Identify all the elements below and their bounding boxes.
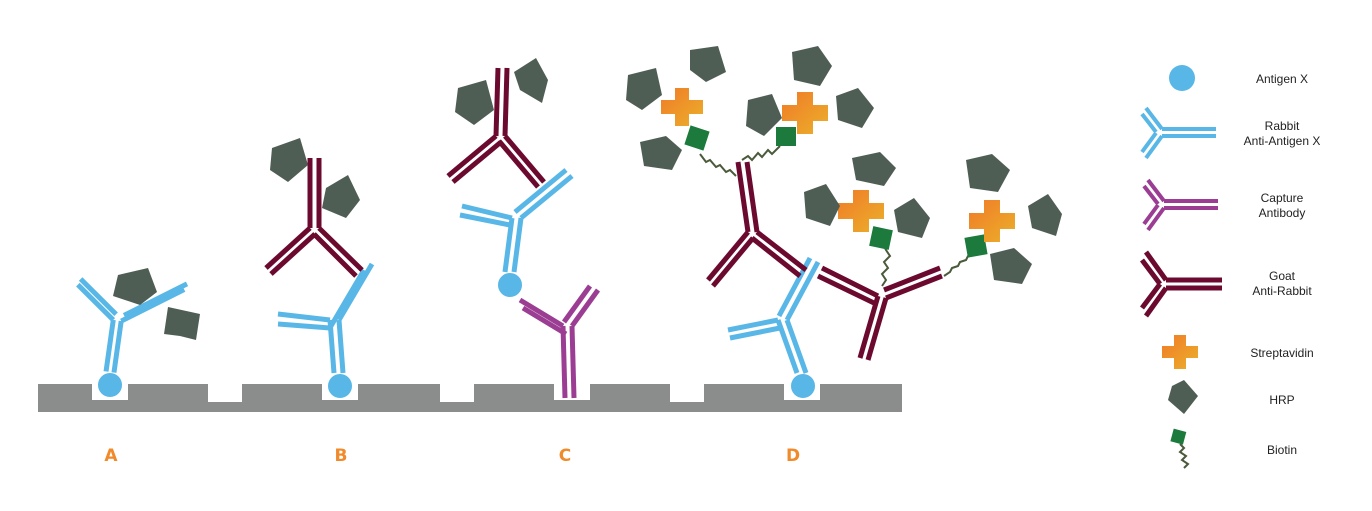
panel-label-b: B bbox=[335, 446, 348, 466]
biotin bbox=[684, 125, 988, 258]
hrp bbox=[113, 268, 200, 340]
panel-labels: A B C D bbox=[104, 446, 800, 466]
antigen bbox=[789, 372, 817, 400]
panel-label-c: C bbox=[559, 446, 571, 466]
legend-label-antigen: Antigen X bbox=[1256, 72, 1308, 86]
rabbit-antibody bbox=[727, 256, 821, 374]
hrp-icon bbox=[1168, 380, 1198, 414]
rabbit-antibody bbox=[459, 168, 574, 273]
panel-a bbox=[76, 268, 200, 399]
panel-label-d: D bbox=[786, 446, 800, 466]
legend-label-hrp: HRP bbox=[1269, 393, 1294, 407]
goat-antibody-icon bbox=[1140, 250, 1222, 318]
biotin-icon bbox=[1170, 428, 1190, 469]
panel-b bbox=[264, 138, 375, 400]
antigen-icon bbox=[1169, 65, 1195, 91]
panel-c bbox=[446, 58, 601, 399]
goat-antibody bbox=[706, 161, 808, 288]
hrp bbox=[270, 138, 360, 218]
panel-label-a: A bbox=[104, 446, 118, 466]
legend-label-streptavidin: Streptavidin bbox=[1250, 346, 1313, 360]
antigen bbox=[96, 371, 124, 399]
panel-d bbox=[626, 46, 1062, 400]
streptavidin bbox=[661, 88, 1015, 242]
goat-antibody bbox=[264, 158, 364, 278]
biotin-linkers bbox=[699, 145, 975, 287]
rabbit-antibody-icon bbox=[1140, 106, 1216, 160]
capture-antibody bbox=[518, 284, 601, 399]
streptavidin-icon bbox=[1162, 335, 1198, 369]
goat-antibody bbox=[446, 67, 546, 189]
rabbit-antibody bbox=[76, 277, 189, 373]
capture-antibody-icon bbox=[1142, 178, 1218, 232]
rabbit-antibody bbox=[277, 262, 375, 374]
legend-label-biotin: Biotin bbox=[1267, 443, 1297, 457]
goat-antibody bbox=[816, 265, 943, 361]
antigen bbox=[326, 372, 354, 400]
hrp bbox=[626, 46, 1062, 284]
antigen bbox=[496, 271, 524, 299]
hrp bbox=[455, 58, 548, 125]
